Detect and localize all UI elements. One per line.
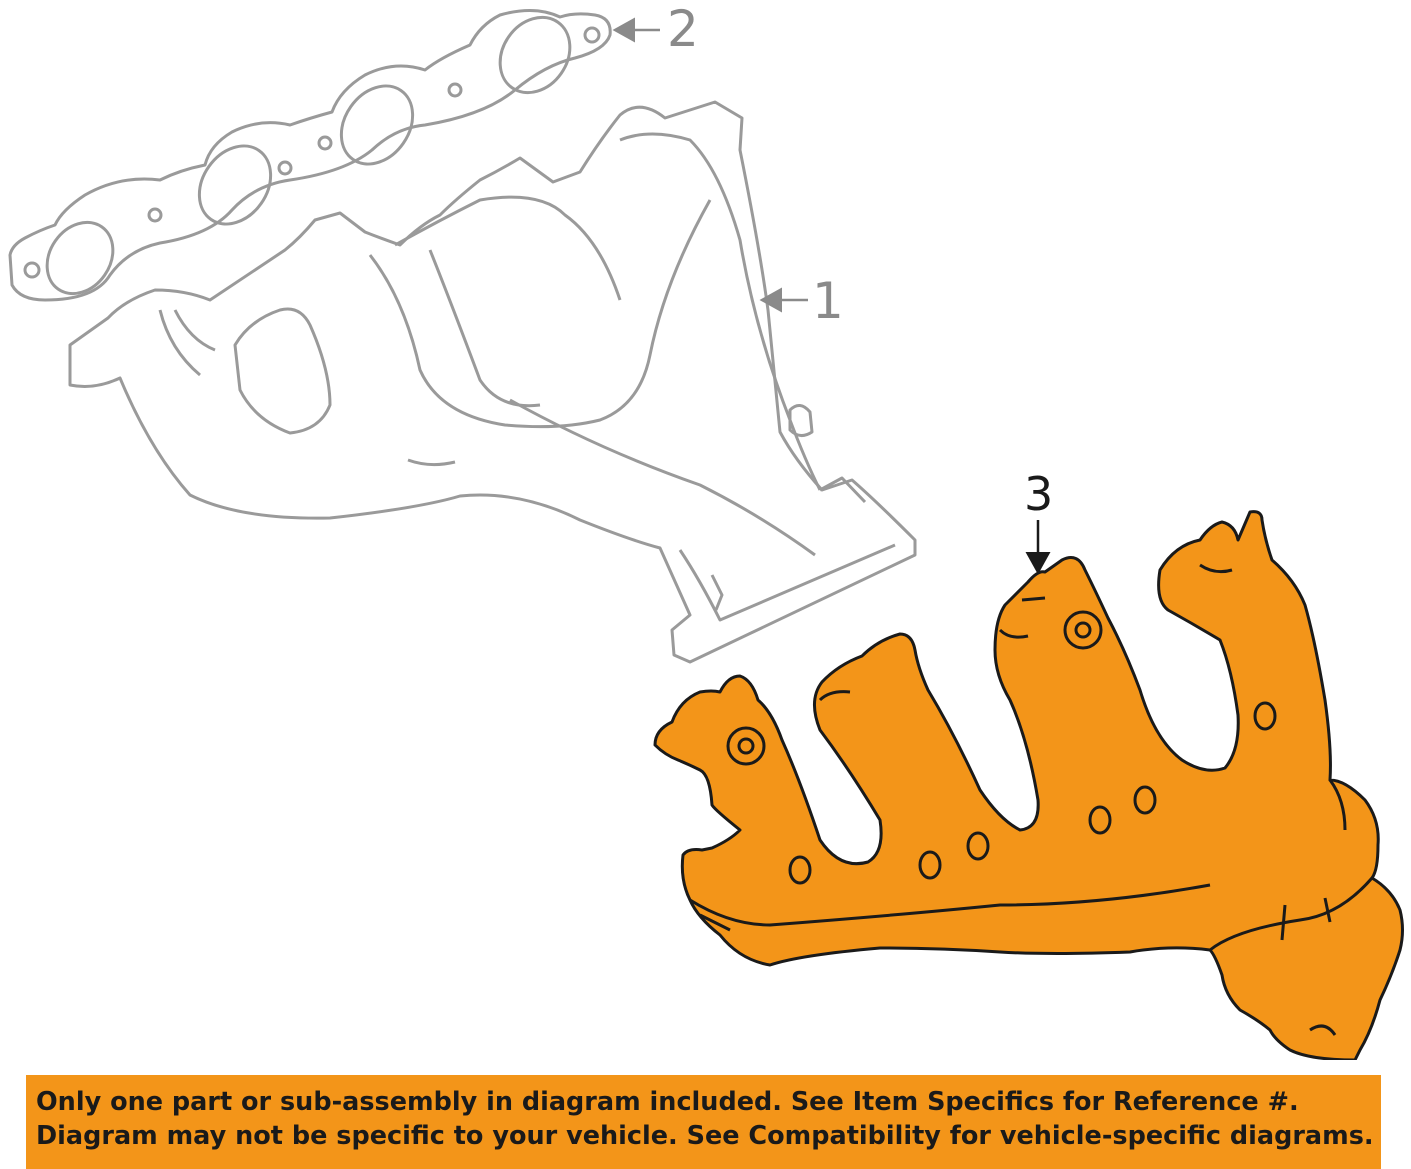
heat-shield-bolt-hole	[1074, 621, 1092, 639]
gasket-bolt-hole	[317, 135, 333, 151]
heat-shield-crease	[1209, 877, 1374, 952]
callout-2-label: 2	[667, 0, 699, 58]
manifold-flange-ear	[710, 476, 867, 611]
callout-1: 1	[759, 272, 844, 330]
heat-shield-crease	[1280, 897, 1337, 1036]
gasket-bolt-hole	[277, 160, 293, 176]
heat-shield-crease	[818, 563, 1233, 702]
manifold-flange-line	[509, 398, 816, 557]
manifold-part	[68, 100, 917, 664]
gasket-bolt-hole	[583, 26, 601, 44]
manifold-runner-line	[394, 195, 622, 301]
heat-shield-dimple	[918, 850, 942, 880]
heat-shield-bolt-hole	[737, 737, 755, 755]
gasket-outline	[8, 9, 612, 302]
heat-shield-bolt-hole	[1063, 610, 1103, 650]
callout-2: 2	[612, 0, 699, 58]
manifold-runner-line	[428, 249, 541, 408]
disclaimer-banner: Only one part or sub-assembly in diagram…	[26, 1075, 1381, 1169]
disclaimer-line-1: Only one part or sub-assembly in diagram…	[36, 1087, 1299, 1117]
heat-shield-bolt-hole	[726, 726, 766, 766]
gasket-port-4	[498, 15, 572, 95]
heat-shield-dimple	[788, 855, 812, 885]
heat-shield-dimple	[966, 831, 990, 861]
gasket-bolt-hole	[23, 261, 41, 279]
heat-shield-crease	[699, 596, 1046, 932]
heat-shield-dimple	[1133, 785, 1157, 815]
manifold-flange-line	[678, 543, 896, 622]
heat-shield-part	[653, 510, 1404, 1060]
manifold-runner-line	[368, 199, 712, 429]
disclaimer-line-2: Diagram may not be specific to your vehi…	[36, 1121, 1374, 1151]
callout-3: 3	[1024, 467, 1053, 575]
heat-shield-crease	[1328, 779, 1347, 831]
gasket-port-1	[45, 220, 115, 296]
heat-shield-crease	[689, 883, 1211, 927]
manifold-stud	[788, 404, 814, 437]
heat-shield-outline	[653, 510, 1404, 1060]
gasket-part	[8, 9, 612, 302]
parts-diagram: 2 1 3	[8, 0, 1404, 1060]
heat-shield-details	[689, 563, 1374, 1036]
manifold-base-line	[407, 458, 456, 467]
heat-shield-dimple	[1088, 805, 1112, 835]
gasket-port-3	[339, 84, 415, 166]
manifold-runner-line	[619, 132, 822, 491]
heat-shield-dimple	[1253, 701, 1277, 731]
gasket-bolt-hole	[447, 82, 463, 98]
manifold-outline	[68, 100, 917, 664]
callout-1-label: 1	[812, 272, 844, 330]
gasket-bolt-hole	[147, 207, 163, 223]
manifold-runner-line	[158, 309, 216, 377]
callout-3-label: 3	[1024, 467, 1053, 521]
gasket-port-2	[197, 144, 273, 226]
manifold-port-1	[233, 307, 332, 435]
